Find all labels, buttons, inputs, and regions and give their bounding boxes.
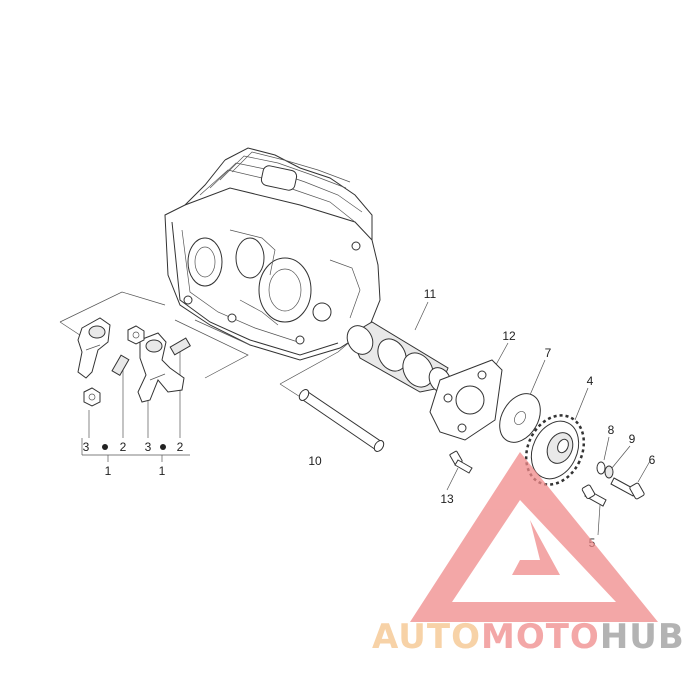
callout-10: 10 (308, 454, 322, 468)
watermark-inner-mark (512, 520, 560, 575)
callout-7: 7 (545, 346, 552, 360)
thrust-washer (499, 393, 541, 443)
callout-2a: 2 (120, 440, 127, 454)
bolt-13 (449, 450, 473, 474)
cam-sprocket (524, 414, 586, 486)
nut-right (127, 325, 145, 345)
adjuster-screw-left (111, 354, 130, 376)
rocker-arm-left (77, 317, 111, 379)
cylinder-head (164, 147, 381, 361)
callout-3a: 3 (83, 440, 90, 454)
watermark-auto: AUTO (372, 617, 481, 657)
callout-4: 4 (587, 374, 594, 388)
leader-lines (59, 291, 651, 536)
bolt-5 (581, 484, 607, 507)
rocker-arm-right (137, 332, 185, 403)
dot-a (102, 444, 108, 450)
watermark-triangle (410, 452, 658, 622)
camshaft (346, 321, 456, 393)
nut-left (83, 387, 101, 407)
watermark-hub: HUB (600, 617, 685, 657)
gasket-plate (429, 359, 503, 441)
callout-3b: 3 (145, 440, 152, 454)
callout-13: 13 (440, 492, 454, 506)
callout-11: 11 (424, 287, 437, 301)
watermark-moto: MOTO (481, 617, 600, 657)
watermark-text: AUTOMOTOHUB (372, 617, 685, 657)
bolt-6 (610, 477, 645, 500)
callout-1a: 1 (105, 464, 112, 478)
rocker-shaft (298, 389, 385, 452)
callout-12: 12 (502, 329, 516, 343)
callout-1b: 1 (159, 464, 166, 478)
adjuster-screw-right (169, 337, 191, 356)
callout-6: 6 (649, 453, 656, 467)
dot-b (160, 444, 166, 450)
callout-8: 8 (608, 423, 615, 437)
callout-2b: 2 (177, 440, 184, 454)
washer-8 (596, 461, 606, 475)
callout-9: 9 (629, 432, 636, 446)
watermark-logo: AUTOMOTOHUB (372, 452, 685, 657)
washer-9 (604, 465, 614, 479)
